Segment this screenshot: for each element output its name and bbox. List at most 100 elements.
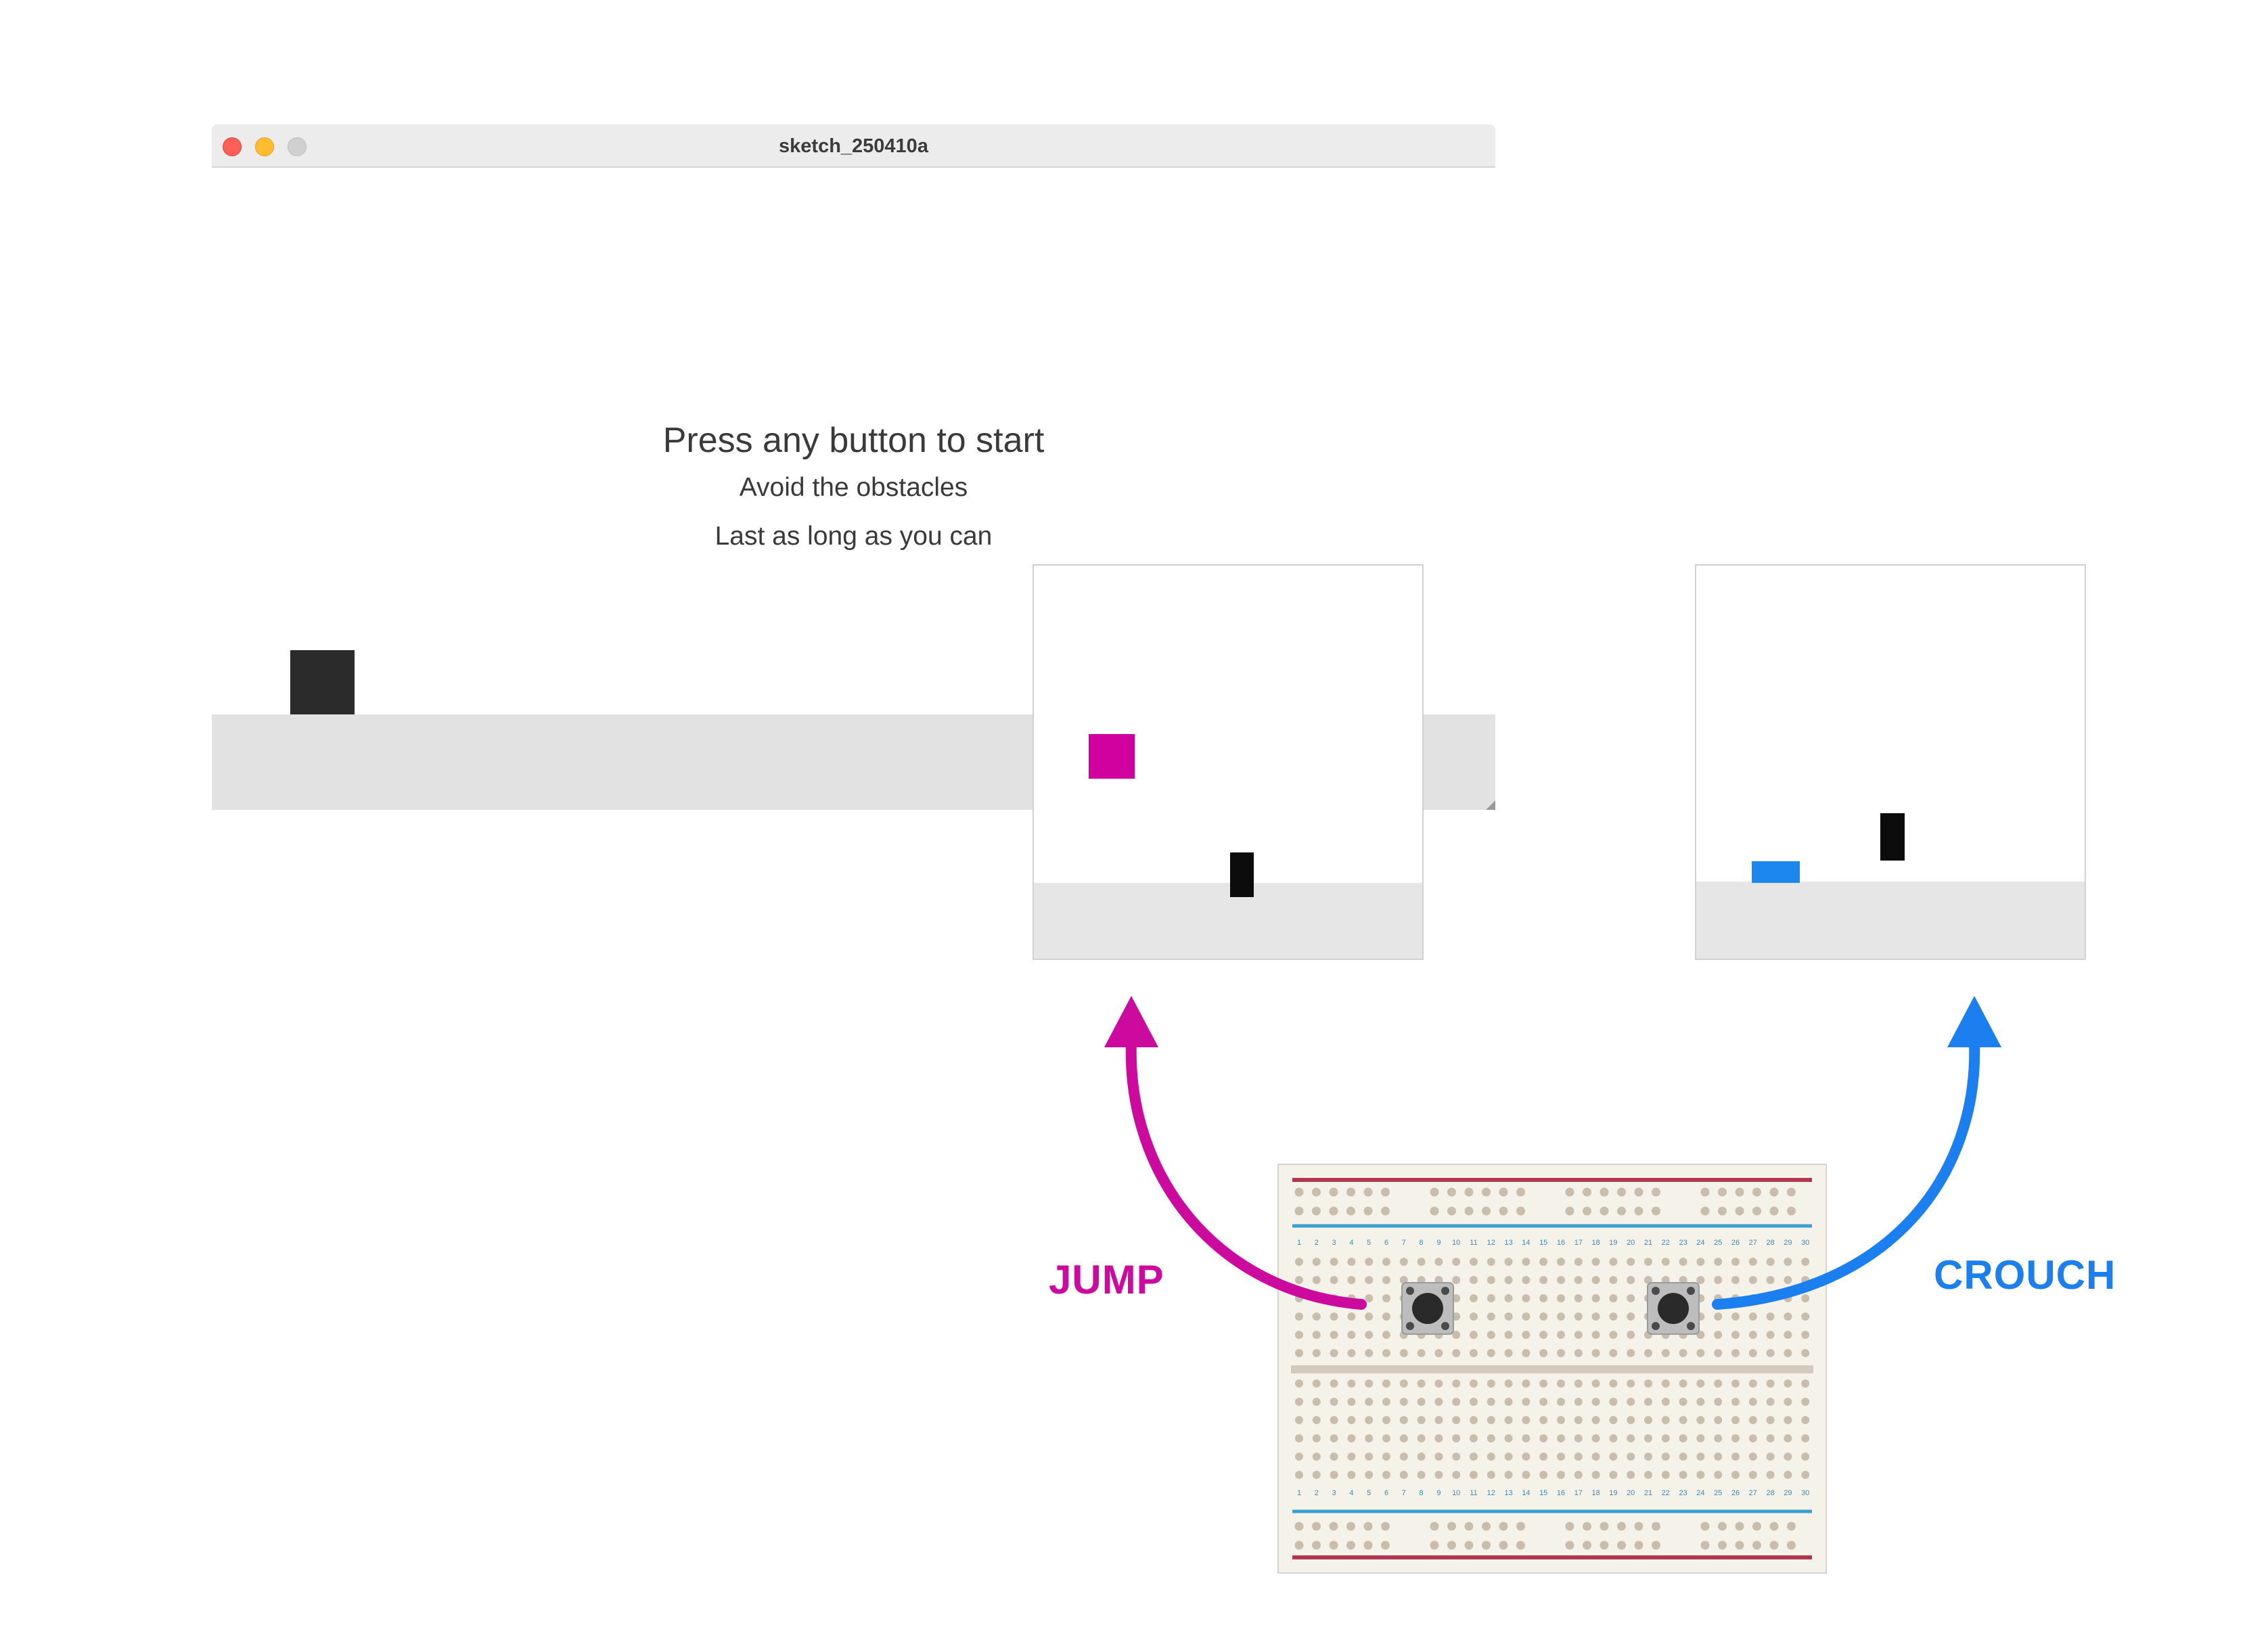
column-number: 16	[1557, 1489, 1565, 1497]
breadboard-hole	[1470, 1471, 1478, 1479]
column-number: 19	[1609, 1489, 1617, 1497]
player-square	[290, 650, 355, 714]
breadboard-hole	[1499, 1522, 1508, 1531]
breadboard-hole	[1294, 1206, 1304, 1216]
breadboard-hole	[1312, 1294, 1321, 1302]
breadboard-hole	[1644, 1379, 1652, 1388]
breadboard-hole	[1516, 1206, 1525, 1216]
breadboard-hole	[1627, 1379, 1635, 1388]
breadboard-hole	[1330, 1349, 1338, 1357]
breadboard-hole	[1634, 1522, 1643, 1531]
breadboard-hole	[1784, 1312, 1792, 1321]
breadboard-hole	[1731, 1349, 1740, 1357]
breadboard-hole	[1417, 1379, 1426, 1388]
breadboard-hole	[1452, 1331, 1461, 1339]
breadboard-hole	[1661, 1379, 1670, 1388]
breadboard-hole	[1295, 1349, 1303, 1357]
breadboard-hole	[1434, 1434, 1443, 1442]
column-number: 24	[1696, 1239, 1704, 1247]
breadboard-hole	[1735, 1522, 1744, 1531]
breadboard-hole	[1539, 1276, 1548, 1284]
breadboard-hole	[1609, 1379, 1618, 1388]
breadboard-hole	[1399, 1349, 1408, 1357]
column-number: 13	[1504, 1239, 1512, 1247]
breadboard-hole	[1574, 1398, 1583, 1406]
breadboard-hole	[1522, 1416, 1530, 1424]
breadboard-hole	[1784, 1331, 1792, 1339]
breadboard-hole	[1652, 1187, 1660, 1197]
breadboard-hole	[1482, 1522, 1491, 1531]
resize-grip[interactable]	[1486, 800, 1495, 810]
breadboard-hole	[1784, 1276, 1792, 1284]
crouch-arrowhead-icon	[1947, 996, 2001, 1047]
breadboard-hole	[1399, 1398, 1408, 1406]
breadboard-hole	[1731, 1379, 1740, 1388]
window-titlebar[interactable]: sketch_250410a	[212, 124, 1495, 168]
breadboard-hole	[1365, 1349, 1374, 1357]
breadboard-hole	[1627, 1416, 1635, 1424]
breadboard-hole	[1679, 1471, 1687, 1479]
breadboard-hole	[1784, 1398, 1792, 1406]
breadboard-hole	[1627, 1349, 1635, 1357]
breadboard-hole	[1731, 1434, 1740, 1442]
column-number: 15	[1539, 1239, 1547, 1247]
breadboard-hole	[1627, 1331, 1635, 1339]
column-number: 13	[1504, 1489, 1512, 1497]
breadboard-hole	[1714, 1416, 1723, 1424]
breadboard-hole	[1452, 1258, 1461, 1266]
minimize-button[interactable]	[255, 137, 274, 156]
breadboard-hole	[1752, 1206, 1761, 1216]
breadboard-hole	[1295, 1453, 1303, 1461]
breadboard-hole	[1365, 1331, 1374, 1339]
breadboard-hole	[1329, 1206, 1338, 1216]
breadboard-hole	[1539, 1379, 1548, 1388]
breadboard-hole	[1382, 1416, 1390, 1424]
breadboard-hole	[1661, 1471, 1670, 1479]
breadboard-hole	[1574, 1331, 1583, 1339]
column-number: 19	[1609, 1239, 1617, 1247]
column-number: 25	[1714, 1239, 1722, 1247]
zoom-button[interactable]	[288, 137, 307, 156]
breadboard-hole	[1434, 1398, 1443, 1406]
breadboard-hole	[1679, 1398, 1687, 1406]
breadboard-hole	[1801, 1349, 1810, 1357]
column-number: 8	[1420, 1239, 1424, 1247]
breadboard-hole	[1447, 1206, 1456, 1216]
push-button-icon	[1647, 1282, 1700, 1335]
breadboard-hole	[1504, 1398, 1513, 1406]
breadboard-hole	[1591, 1471, 1600, 1479]
breadboard-hole	[1574, 1379, 1583, 1388]
breadboard-hole	[1801, 1471, 1810, 1479]
column-number: 9	[1436, 1239, 1441, 1247]
column-number: 21	[1644, 1239, 1652, 1247]
breadboard-hole	[1801, 1294, 1810, 1302]
breadboard-hole	[1696, 1349, 1705, 1357]
breadboard-hole	[1679, 1434, 1687, 1442]
breadboard-hole	[1470, 1398, 1478, 1406]
breadboard-hole	[1382, 1398, 1390, 1406]
breadboard-hole	[1312, 1453, 1321, 1461]
breadboard-hole	[1557, 1258, 1565, 1266]
close-button[interactable]	[223, 137, 242, 156]
button-corner	[1441, 1287, 1449, 1295]
breadboard-hole	[1591, 1331, 1600, 1339]
breadboard-hole	[1295, 1294, 1303, 1302]
breadboard-hole	[1330, 1398, 1338, 1406]
breadboard-hole	[1539, 1258, 1548, 1266]
breadboard-hole	[1470, 1453, 1478, 1461]
breadboard-hole	[1609, 1312, 1618, 1321]
column-number: 23	[1679, 1489, 1687, 1497]
breadboard-hole	[1312, 1434, 1321, 1442]
breadboard-hole	[1347, 1416, 1356, 1424]
breadboard-hole	[1487, 1331, 1495, 1339]
breadboard-hole	[1522, 1349, 1530, 1357]
breadboard-hole	[1609, 1294, 1618, 1302]
breadboard-hole	[1583, 1522, 1591, 1531]
column-number: 7	[1402, 1489, 1406, 1497]
jumping-player	[1089, 734, 1135, 779]
breadboard-hole	[1434, 1471, 1443, 1479]
breadboard-hole	[1784, 1453, 1792, 1461]
column-number: 12	[1487, 1489, 1495, 1497]
